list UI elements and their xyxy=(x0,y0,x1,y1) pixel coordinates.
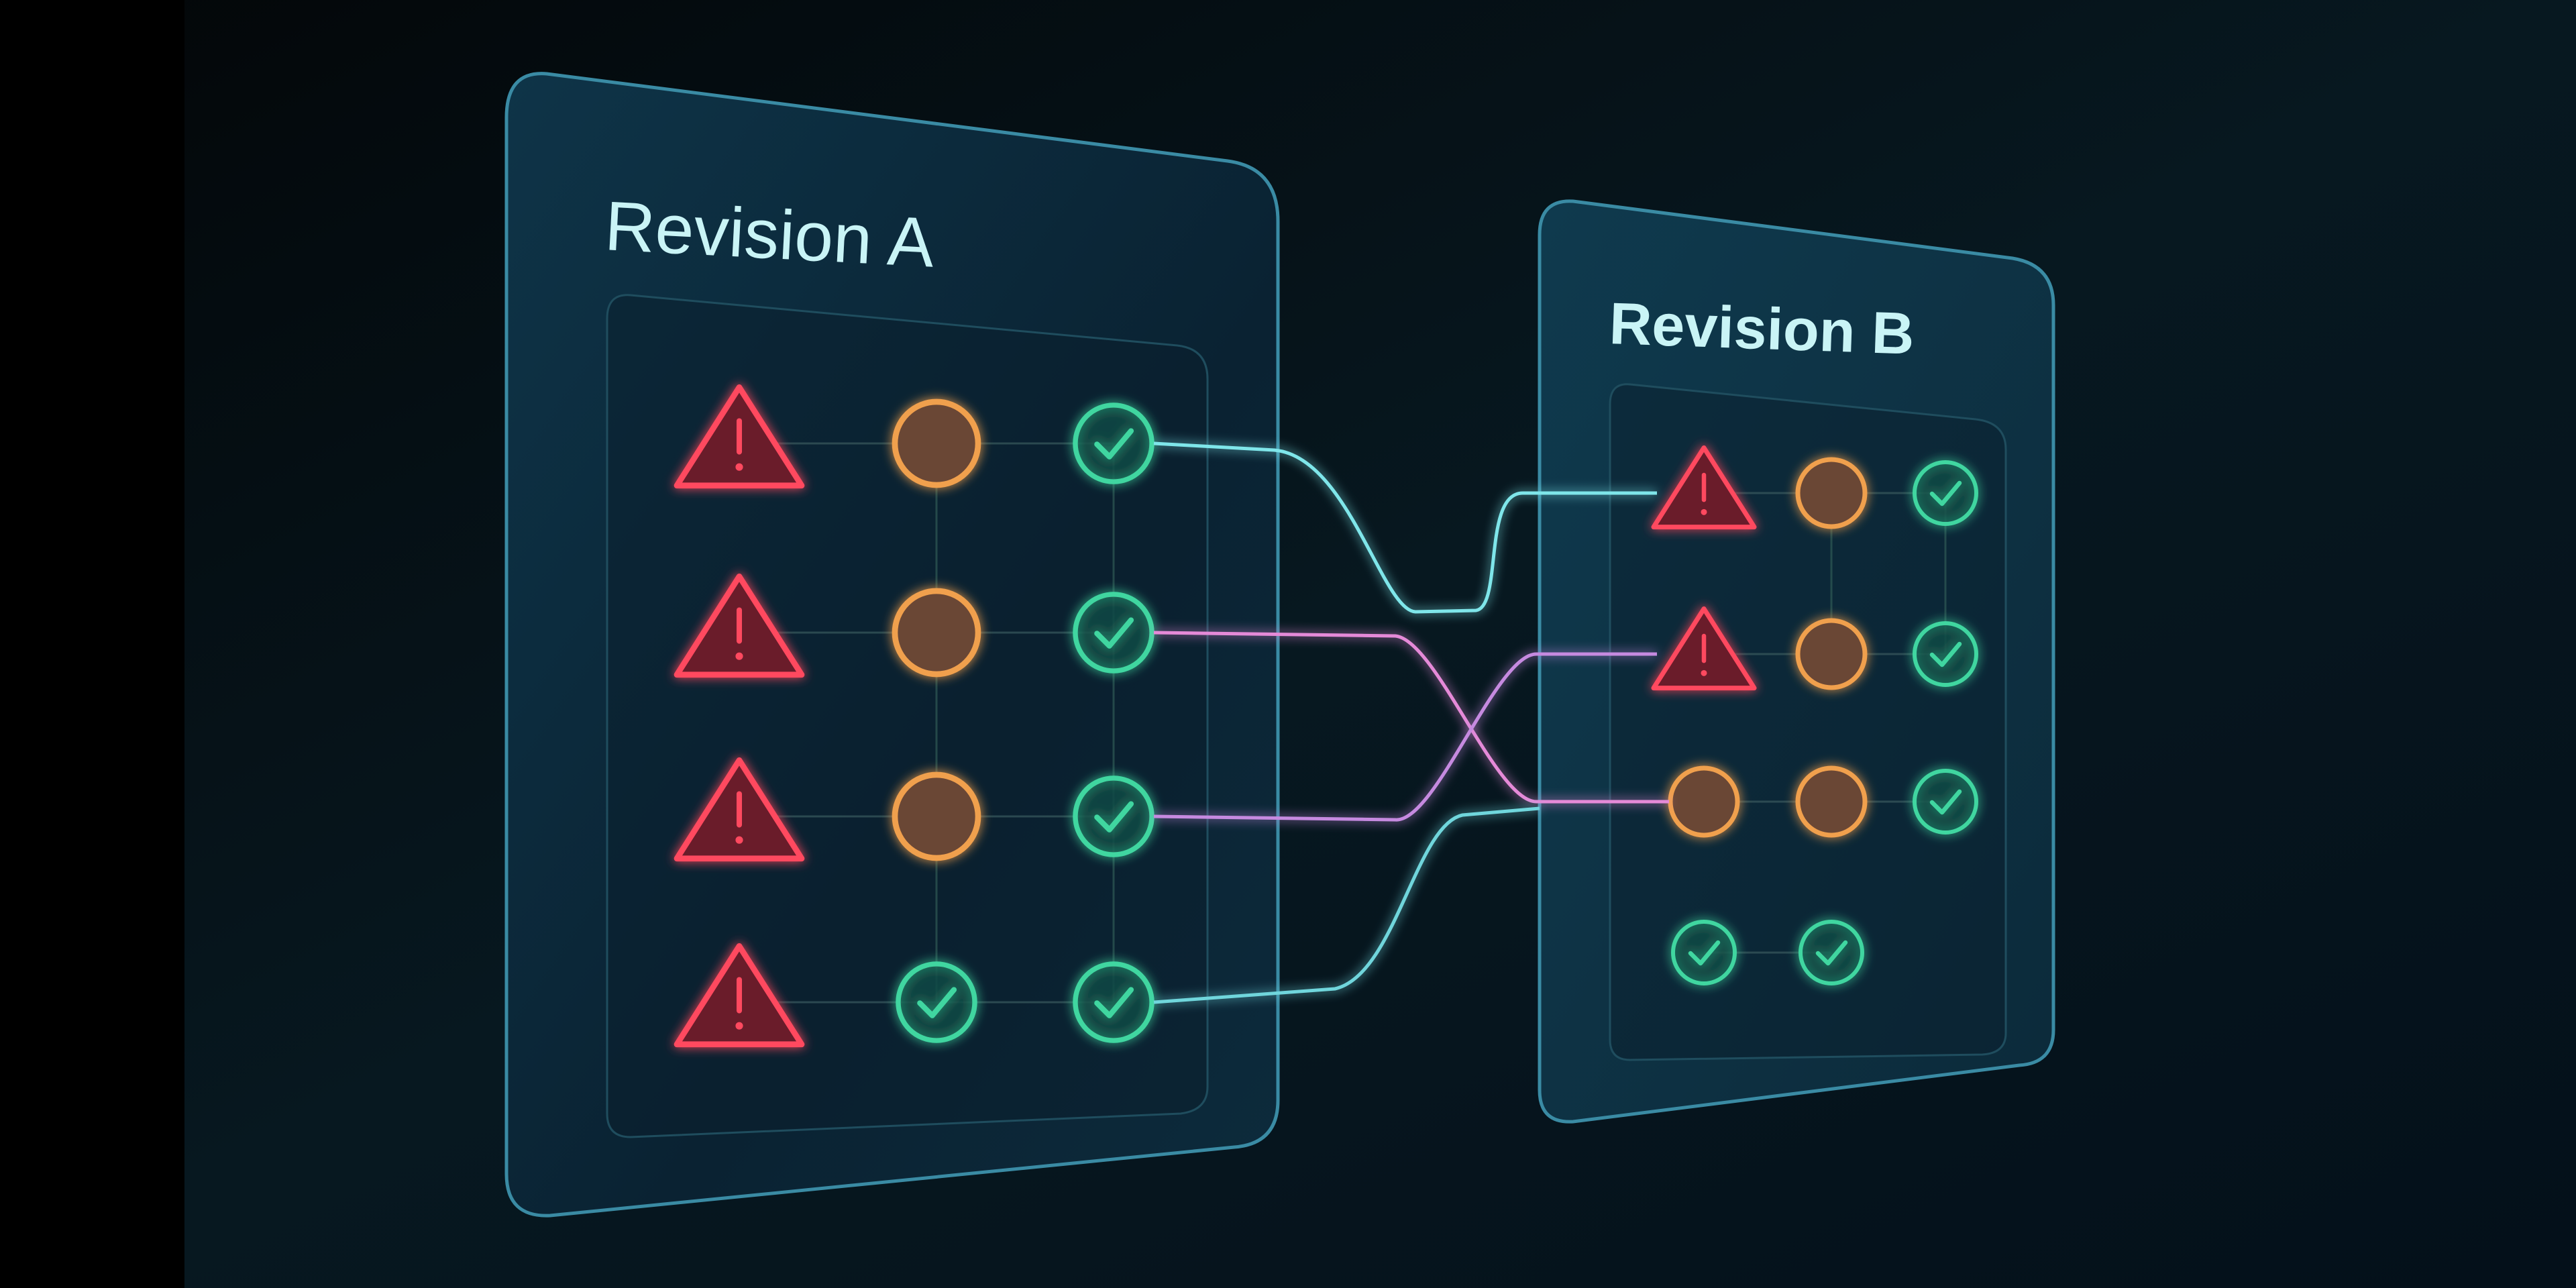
revision-b-title: Revision B xyxy=(1608,290,1915,367)
warning-triangle-icon xyxy=(674,573,805,678)
revision-link-line xyxy=(1153,806,1540,1004)
revision-link-line xyxy=(1153,652,1657,822)
revision-a-grid xyxy=(674,384,1155,1048)
warning-triangle-icon xyxy=(1651,445,1757,530)
revision-connections xyxy=(1153,441,1669,1004)
revision-b-panel: Revision B xyxy=(1538,199,2055,1124)
pending-circle-icon xyxy=(892,771,981,861)
revision-b-grid xyxy=(1651,445,1978,985)
revision-a-panel: Revision A xyxy=(504,72,1280,1218)
check-circle-icon xyxy=(1671,920,1737,985)
pending-circle-icon xyxy=(892,398,981,488)
revision-link-line xyxy=(1153,441,1657,614)
warning-triangle-icon xyxy=(1651,606,1757,691)
check-circle-icon xyxy=(1073,402,1155,484)
warning-triangle-icon xyxy=(674,943,805,1048)
check-circle-icon xyxy=(1913,769,1978,835)
revision-a-title: Revision A xyxy=(603,187,936,282)
check-circle-icon xyxy=(1913,460,1978,526)
check-circle-icon xyxy=(1913,621,1978,687)
check-circle-icon xyxy=(896,961,977,1043)
pending-circle-icon xyxy=(1795,765,1868,838)
check-circle-icon xyxy=(1799,920,1864,985)
left-dark-band xyxy=(0,0,184,1288)
pending-circle-icon xyxy=(892,588,981,678)
pending-circle-icon xyxy=(1795,618,1868,690)
warning-triangle-icon xyxy=(674,384,805,489)
warning-triangle-icon xyxy=(674,757,805,862)
revision-b-inner-frame xyxy=(1609,383,2007,1061)
revision-a-inner-frame xyxy=(606,294,1209,1138)
check-circle-icon xyxy=(1073,592,1155,674)
check-circle-icon xyxy=(1073,775,1155,857)
pending-circle-icon xyxy=(1795,457,1868,529)
pending-circle-icon xyxy=(1668,765,1740,838)
check-circle-icon xyxy=(1073,961,1155,1043)
revision-link-line xyxy=(1153,631,1669,804)
